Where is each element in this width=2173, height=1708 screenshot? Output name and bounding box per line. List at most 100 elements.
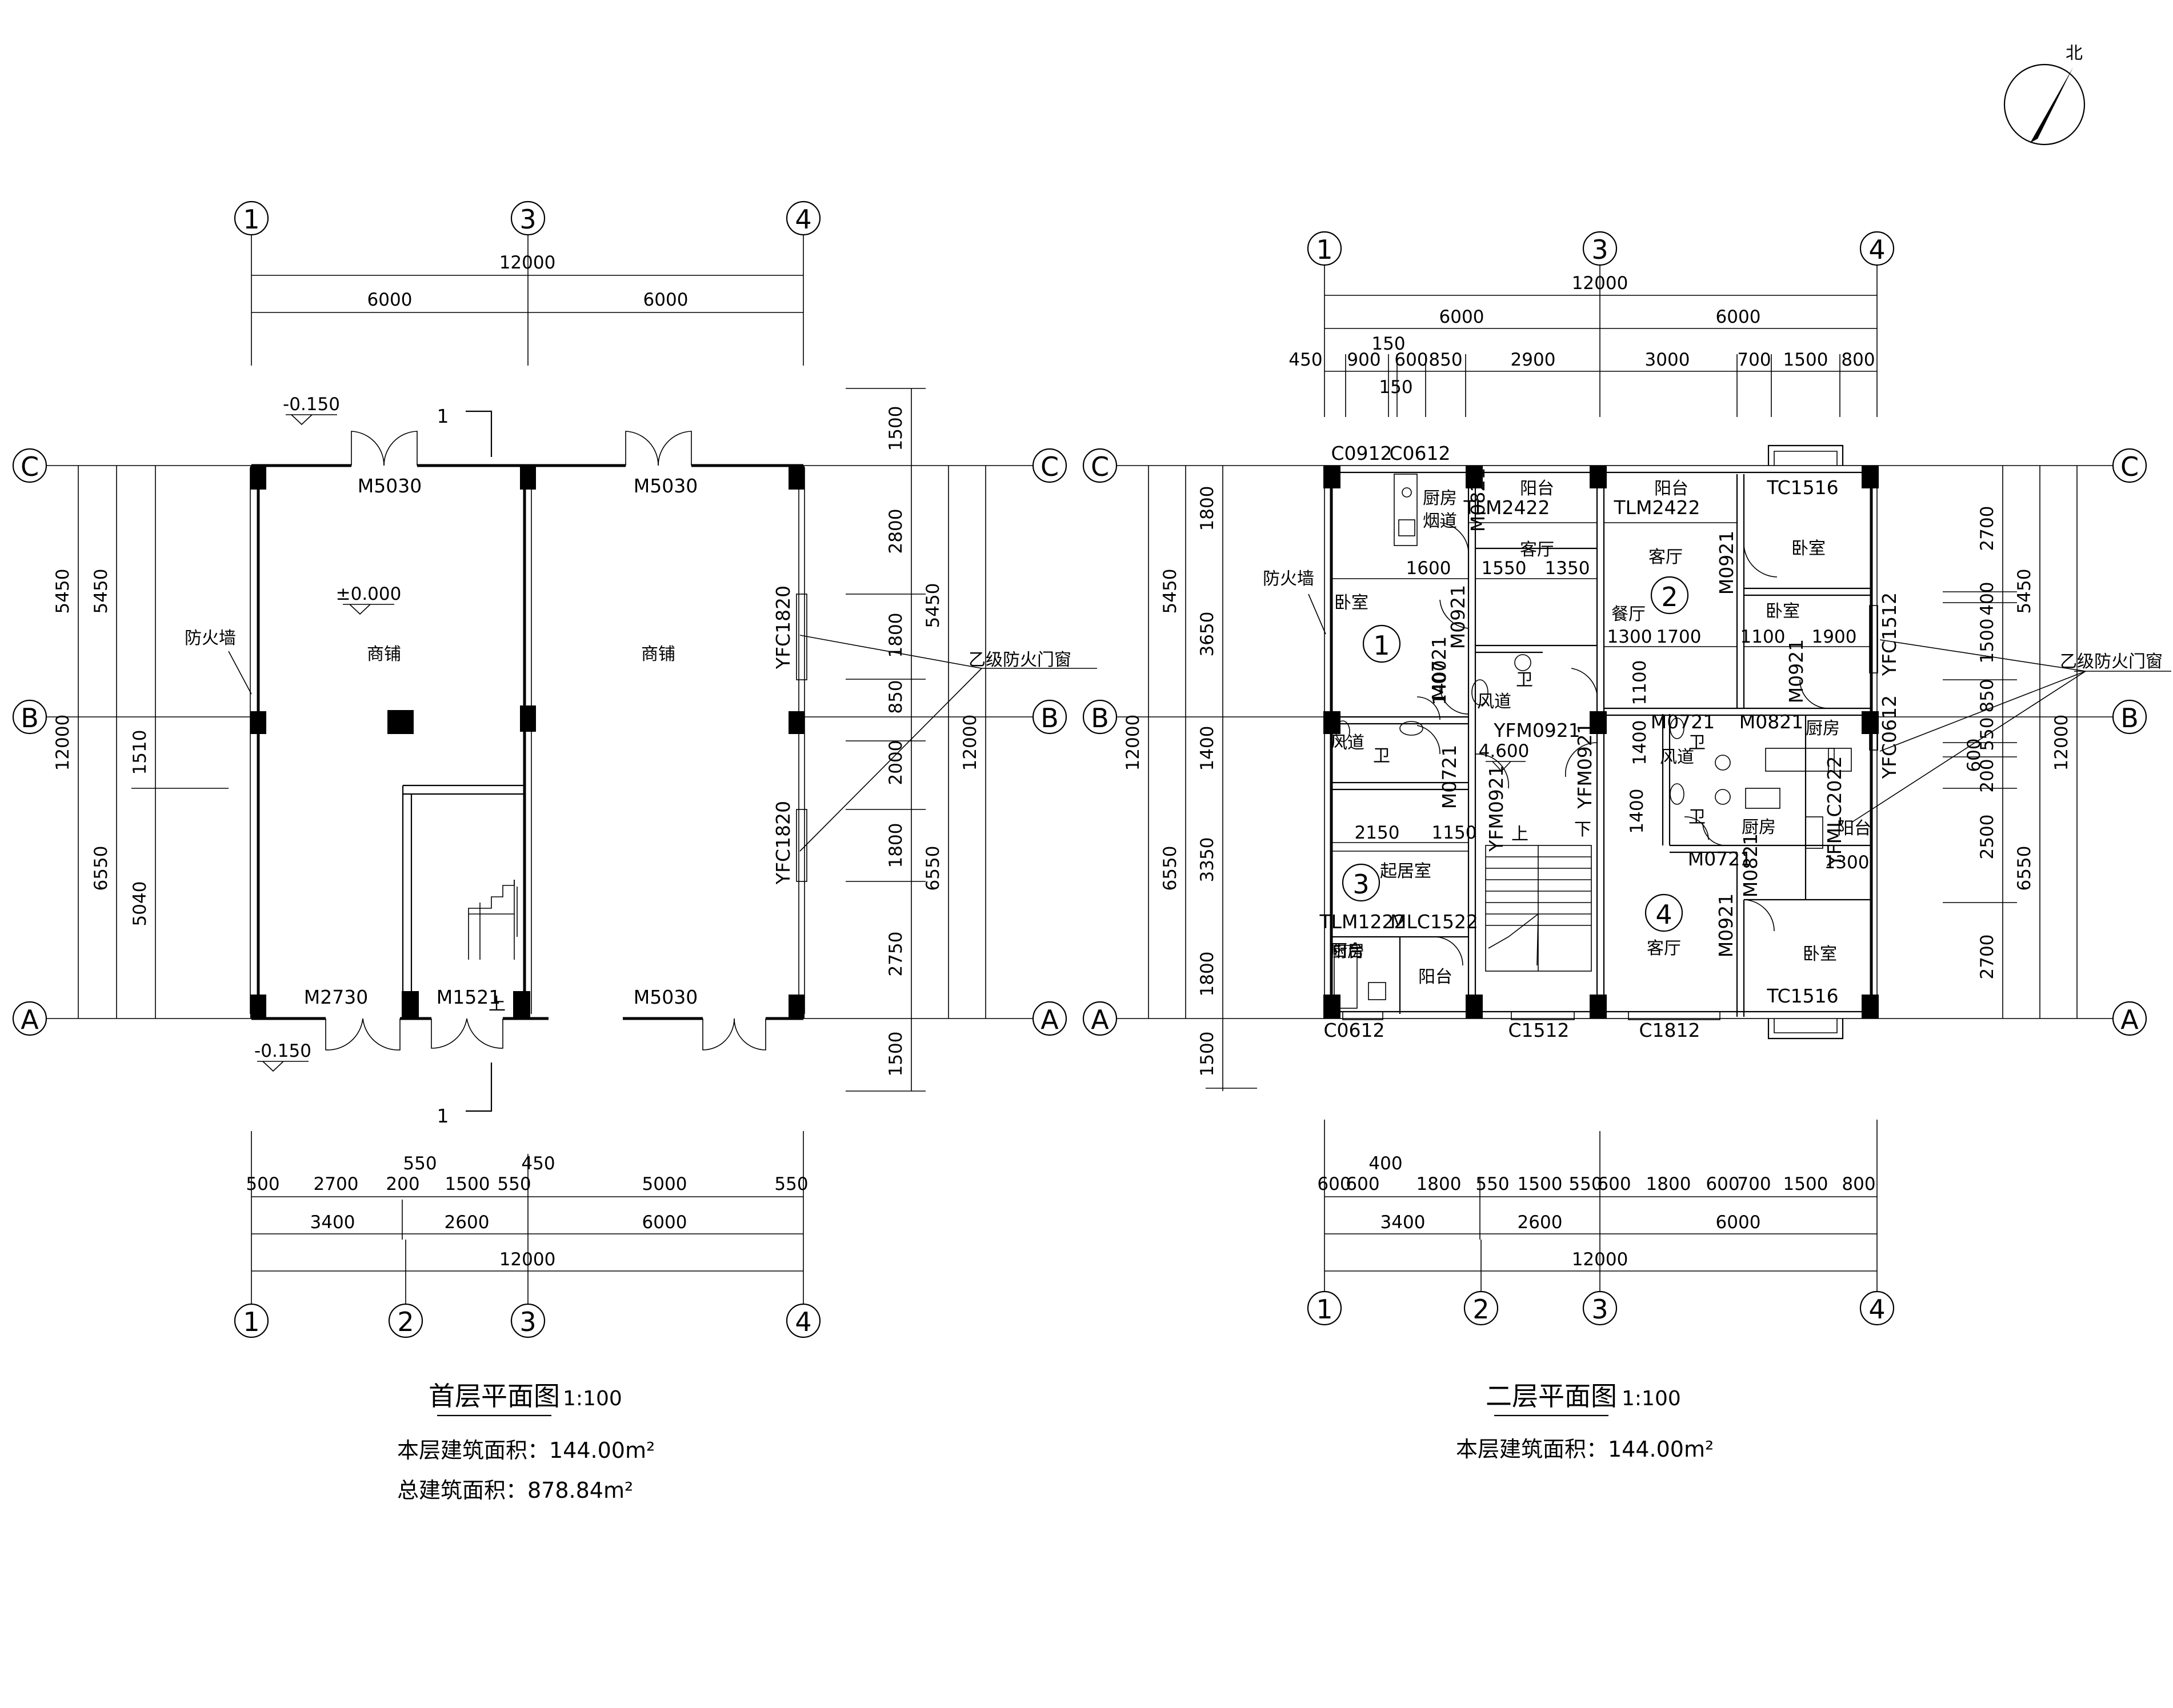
dim: 6000 [1716, 307, 1761, 327]
room-label: 风道 [1660, 747, 1694, 767]
dim: 1500 [445, 1174, 490, 1194]
room-label: 烟道 [1423, 511, 1457, 531]
window-label: YFC1820 [772, 586, 794, 669]
dim: 2150 [1355, 823, 1400, 843]
door-label: M5030 [634, 475, 698, 497]
dim: 5450 [91, 569, 111, 614]
door-code: M0921 [1447, 585, 1469, 649]
window-code: C1512 [1508, 1019, 1569, 1041]
north-arrow: 北 [2003, 43, 2086, 146]
room-label: 客厅 [1648, 547, 1683, 567]
dim: 550 [1568, 1174, 1602, 1194]
axis-bubbles-top: 1 3 4 [1307, 231, 1895, 266]
dim: 1400 [1430, 660, 1450, 705]
axis-label: C [21, 451, 39, 482]
dim-total: 12000 [499, 252, 556, 273]
dim: 800 [1842, 1174, 1875, 1194]
door-code: M0721 [1688, 848, 1752, 870]
dim: 12000 [1123, 715, 1143, 771]
dim: 3000 [1645, 350, 1690, 370]
door-code: YFM0921 [1574, 722, 1596, 809]
axis-label: 2 [1472, 1294, 1489, 1325]
axis-label: 1 [1316, 234, 1332, 265]
dim: 6000 [642, 1212, 687, 1233]
window-code: C1812 [1639, 1019, 1700, 1041]
dim: 3650 [1197, 612, 1218, 657]
room-label: 阳台 [1520, 479, 1554, 499]
dim: 2600 [445, 1212, 490, 1233]
room-label: 阳台 [1654, 479, 1688, 499]
room-label: 阳台 [1837, 819, 1871, 839]
dim: 550 [1977, 717, 1998, 751]
dim: 2600 [1518, 1212, 1563, 1233]
dim: 5450 [1160, 569, 1180, 614]
dim: 5040 [130, 881, 150, 927]
dim: 800 [1841, 350, 1875, 370]
section-mark-bottom: 1 [437, 1105, 449, 1127]
dim: 600 [1346, 1174, 1379, 1194]
dim: 3400 [310, 1212, 355, 1233]
dim: 1100 [1740, 627, 1786, 647]
floor-area: 本层建筑面积：144.00m² [397, 1438, 655, 1463]
window-code: YFC0612 [1878, 695, 1900, 779]
door-code: M0721 [1428, 636, 1450, 700]
axis-label: 4 [1868, 1294, 1885, 1325]
dim: 1800 [1416, 1174, 1462, 1194]
door-code: TLM2422 [1614, 496, 1700, 519]
window-label: YFC1820 [772, 801, 794, 885]
axis-label: 3 [1591, 234, 1608, 265]
dim: 1150 [1432, 823, 1477, 843]
room-label: 厨房 [1742, 817, 1776, 837]
dim: 12000 [499, 1249, 556, 1270]
kitchen-fixtures [1334, 474, 1852, 1009]
dim: 1500 [1783, 350, 1828, 370]
dim: 2750 [886, 932, 906, 977]
axis-label: A [1041, 1004, 1059, 1035]
room-label: 阳台 [1418, 967, 1452, 987]
axis-bubbles-top: 1 3 4 [234, 201, 821, 236]
dim: 400 [1368, 1153, 1402, 1174]
axis-label: 3 [519, 204, 536, 235]
door-code: YFMLC2022 [1823, 756, 1846, 867]
axis-label: B [21, 703, 39, 733]
axis-label: 4 [1868, 234, 1885, 265]
dim: 1800 [1197, 486, 1218, 531]
room-label: 卫 [1688, 733, 1706, 753]
dim: 150 [1379, 377, 1412, 398]
dim: 850 [886, 680, 906, 713]
dim: 3350 [1197, 837, 1218, 883]
axis-bubbles-left: C B A [1082, 448, 1118, 1036]
axis-label: C [1041, 451, 1059, 482]
axis-label: 3 [519, 1306, 536, 1337]
door-label: M5030 [358, 475, 422, 497]
room-label: 卫 [1373, 746, 1390, 766]
floor-area: 本层建筑面积：144.00m² [1456, 1437, 1714, 1462]
dim: 600 [1706, 1174, 1739, 1194]
room-label: 卧室 [1766, 602, 1800, 622]
dim: 1500 [1977, 619, 1998, 664]
window-code: TC1516 [1766, 985, 1838, 1007]
stair-down-label: 下 [1574, 820, 1591, 840]
window-code: C0612 [1389, 442, 1450, 464]
room-label: 客厅 [1647, 939, 1681, 959]
door-code: YFM0921 [1485, 765, 1507, 852]
axis-label: B [1041, 703, 1059, 733]
dim: 2700 [1977, 935, 1998, 980]
dim: 5450 [2014, 569, 2035, 614]
dim: 6550 [1160, 846, 1180, 891]
dim: 850 [1428, 350, 1462, 370]
axis-label: A [1091, 1004, 1109, 1035]
dim: 550 [774, 1174, 808, 1194]
dim: 6550 [91, 846, 111, 891]
inner-dims: 1600 1550 1350 1300 1700 1100 1900 1400 … [1331, 558, 1871, 873]
unit-numbers: 1 2 3 4 [1342, 576, 1689, 932]
room-label: 卧室 [1803, 944, 1837, 964]
dim: 1100 [1630, 660, 1650, 705]
axis-label: C [2120, 451, 2139, 482]
room-label: 厨房 [1330, 941, 1364, 961]
dim: 200 [386, 1174, 419, 1194]
dim: 1500 [1783, 1174, 1828, 1194]
firewall-label: 防火墙 [1263, 569, 1314, 589]
unit-number: 2 [1661, 582, 1678, 612]
dim: 6550 [923, 846, 943, 891]
